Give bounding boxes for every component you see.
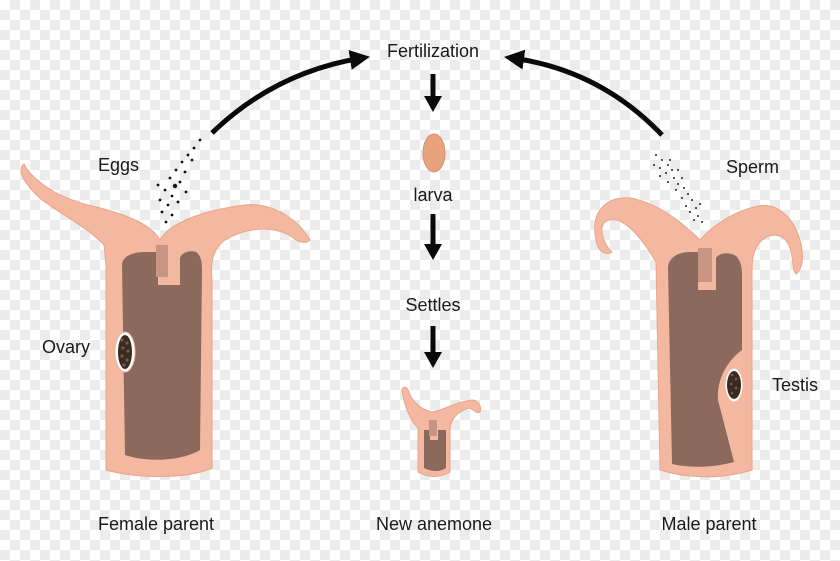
sperm-label: Sperm bbox=[726, 157, 779, 177]
sperm-particles bbox=[653, 154, 703, 223]
larva-shape bbox=[422, 133, 446, 173]
male-parent-label: Male parent bbox=[661, 514, 756, 534]
female-parent-label: Female parent bbox=[98, 514, 214, 534]
ovary bbox=[114, 331, 136, 373]
female-parent-anemone bbox=[20, 163, 311, 477]
arrow-larva-to-settles bbox=[424, 214, 442, 260]
fertilization-label: Fertilization bbox=[387, 41, 479, 61]
new-anemone bbox=[401, 386, 481, 477]
ovary-label: Ovary bbox=[42, 337, 90, 357]
arrow-settles-to-new-anemone bbox=[424, 326, 442, 368]
new-anemone-label: New anemone bbox=[376, 514, 492, 534]
settles-label: Settles bbox=[405, 295, 460, 315]
larva-label: larva bbox=[413, 185, 453, 205]
testis-label: Testis bbox=[772, 375, 818, 395]
male-parent-anemone bbox=[594, 197, 803, 478]
arrow-male-to-fertilization bbox=[504, 49, 664, 137]
eggs-label: Eggs bbox=[98, 155, 139, 175]
arrow-fertilization-to-larva bbox=[424, 74, 442, 112]
testis bbox=[724, 367, 744, 403]
eggs-particles bbox=[156, 138, 202, 224]
arrow-female-to-fertilization bbox=[210, 50, 370, 135]
